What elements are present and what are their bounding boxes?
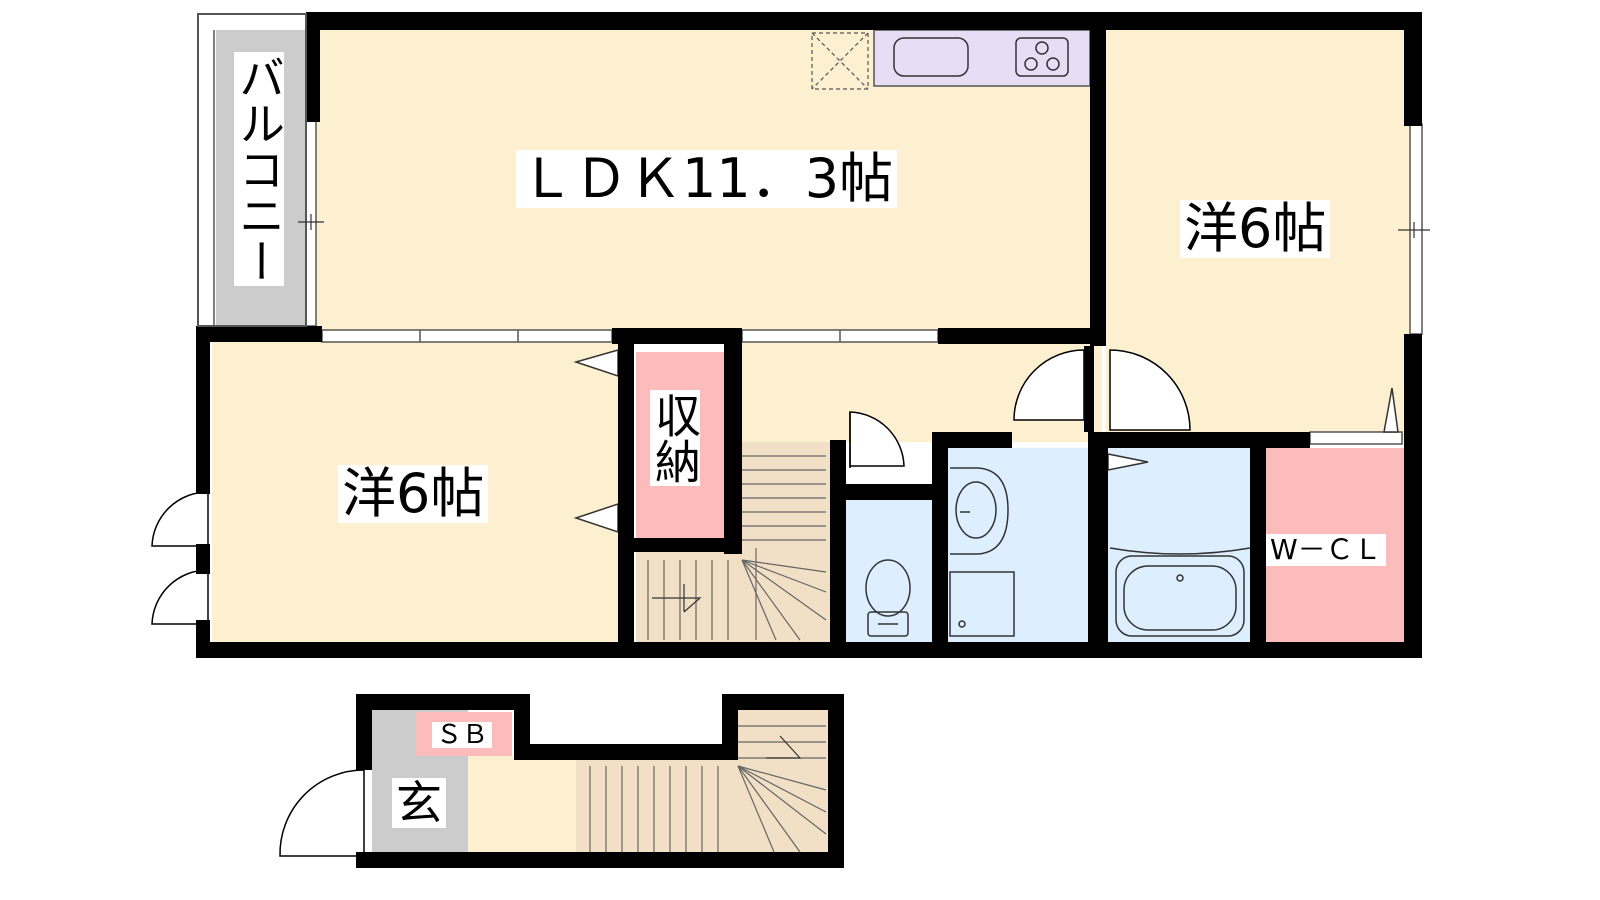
lower-hall-floor: [468, 756, 576, 856]
bathroom-floor: [1108, 448, 1252, 650]
stove-icon: [1015, 37, 1069, 77]
washbasin-icon: [950, 467, 1009, 555]
balcony-label: バルコニー: [232, 52, 286, 286]
walls: [196, 12, 1422, 868]
walk-in-closet-label: W－ＣＬ: [1266, 534, 1386, 566]
western-room-left-label: 洋6帖: [338, 465, 489, 523]
stairs-lower: [576, 756, 830, 856]
refrigerator-space: [811, 32, 869, 90]
washing-machine-space: [949, 571, 1015, 637]
washroom-floor: [946, 448, 1092, 650]
toilet-floor: [846, 500, 932, 650]
bathtub-icon: [1109, 547, 1251, 637]
stairs-lower-top: [738, 710, 830, 760]
shoe-box-label: ＳＢ: [432, 722, 493, 748]
stairs-upper: [636, 548, 836, 650]
ldk-label: ＬＤＫ11．3帖: [516, 150, 898, 208]
door-swings: [151, 349, 1191, 857]
entrance-label: 玄: [392, 778, 446, 828]
window-ticks: [298, 214, 1430, 238]
western-room-right-label: 洋6帖: [1180, 200, 1331, 258]
balcony-outline: [197, 13, 307, 327]
storage-label: 収納: [648, 390, 702, 486]
stair-treads-lower: [589, 725, 827, 853]
stairs-side: [742, 442, 836, 548]
sink-icon: [893, 37, 969, 77]
stair-treads: [647, 455, 827, 641]
toilet-icon: [865, 559, 911, 637]
